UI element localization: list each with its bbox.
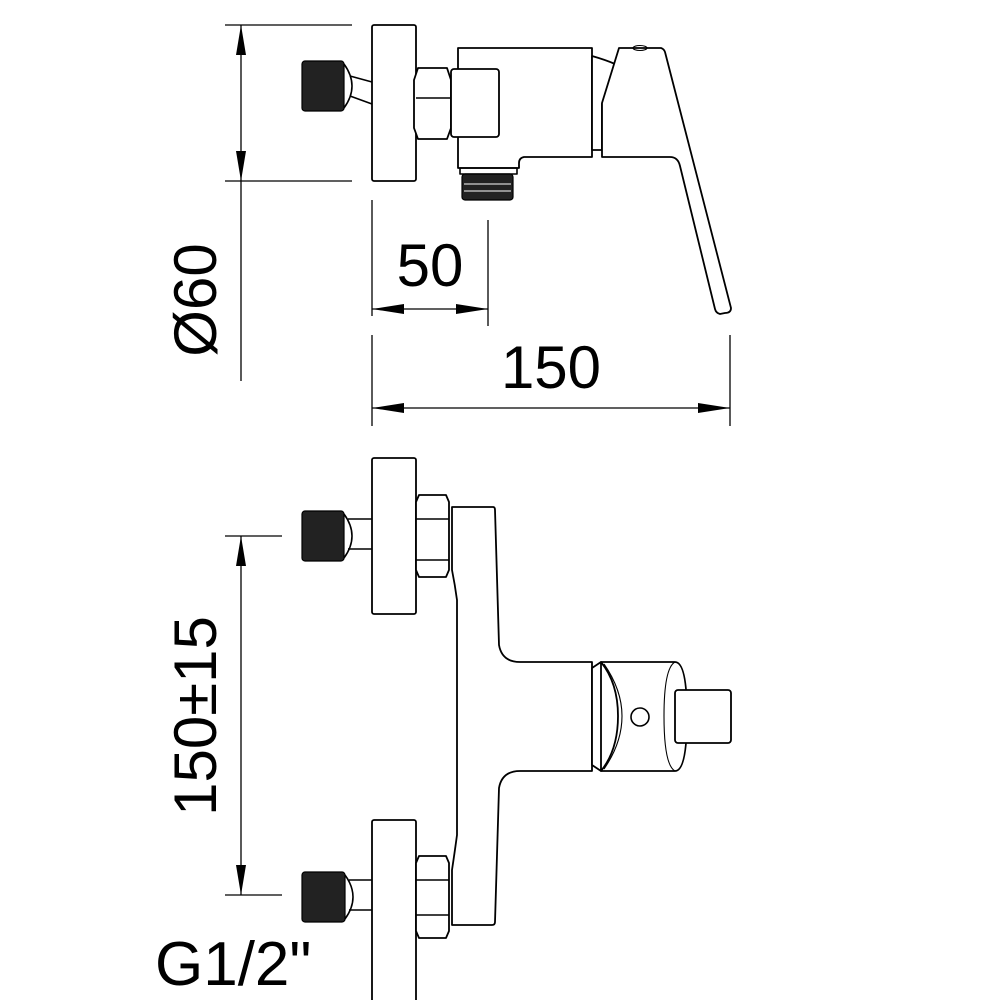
total-depth-label: 150 [501, 334, 601, 401]
dimension-flange-diameter: Ø60 [162, 24, 352, 381]
lever-handle [601, 47, 732, 315]
hex-nut [413, 67, 452, 140]
outlet-thread [459, 167, 518, 201]
cartridge [591, 661, 688, 772]
dimension-inlet-spacing: 150±15 [162, 535, 282, 896]
inlet-thread [301, 60, 373, 112]
depth-50-label: 50 [397, 232, 464, 299]
flange-diameter-label: Ø60 [162, 243, 229, 356]
body-connector [450, 68, 500, 138]
wall-flange [371, 24, 417, 182]
thread-size-label: G1/2" [155, 930, 311, 999]
indicator-dot [630, 707, 650, 727]
lower-inlet [301, 819, 450, 1000]
front-view [301, 457, 732, 1000]
control-knob [674, 689, 732, 744]
upper-inlet [301, 457, 450, 615]
side-view [301, 24, 732, 315]
mixer-body-front [451, 506, 593, 926]
dimension-total-depth: 150 [371, 334, 731, 426]
inlet-spacing-label: 150±15 [162, 616, 229, 816]
dimension-depth-50: 50 [371, 200, 489, 326]
